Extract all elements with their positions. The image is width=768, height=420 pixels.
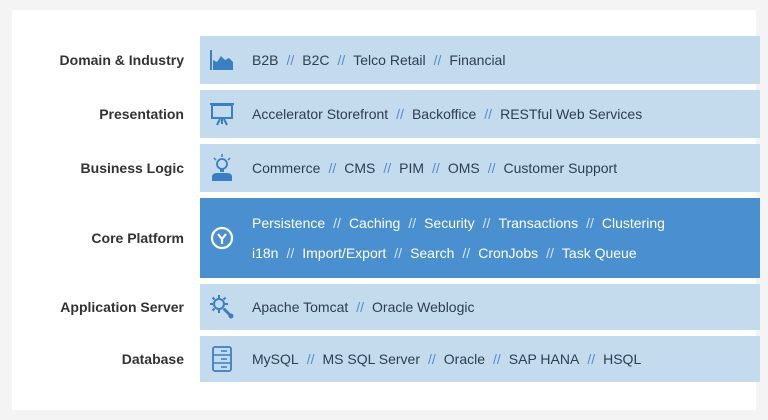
separator: // bbox=[286, 52, 295, 68]
item: MS SQL Server bbox=[322, 351, 420, 367]
items-line: Accelerator Storefront // Backoffice // REST… bbox=[252, 99, 642, 129]
layer-items: Persistence // Caching // Security // Transact… bbox=[252, 208, 665, 268]
separator: // bbox=[432, 160, 440, 176]
separator: // bbox=[328, 160, 337, 176]
item: CronJobs bbox=[478, 245, 539, 261]
layer-label: Domain & Industry bbox=[59, 52, 184, 68]
layer-core-platform: Core Platform Persistence // Caching // Secu… bbox=[12, 198, 760, 278]
layer-bar: Commerce // CMS // PIM // OMS // Customer Suppor… bbox=[200, 144, 760, 192]
item: RESTful Web Services bbox=[500, 106, 643, 122]
separator: // bbox=[462, 245, 471, 261]
item: Import/Export bbox=[302, 245, 387, 261]
separator: // bbox=[427, 351, 436, 367]
items-line: MySQL // MS SQL Server // Oracle // SAP HANA //… bbox=[252, 344, 641, 374]
item: Caching bbox=[348, 215, 401, 231]
item: B2C bbox=[302, 52, 330, 68]
item: Telco Retail bbox=[353, 52, 426, 68]
items-line: Persistence // Caching // Security // Transact… bbox=[252, 208, 665, 238]
item: Security bbox=[424, 215, 475, 231]
separator: // bbox=[484, 106, 493, 122]
architecture-diagram: Domain & Industry B2B // B2C // Telco Retail… bbox=[12, 10, 760, 410]
layer-label: Database bbox=[121, 351, 184, 367]
layer-bar: MySQL // MS SQL Server // Oracle // SAP HANA //… bbox=[200, 336, 760, 382]
separator: // bbox=[337, 52, 346, 68]
layer-items: Accelerator Storefront // Backoffice // REST… bbox=[252, 99, 642, 129]
item: Customer Support bbox=[503, 160, 618, 176]
layer-bar: Apache Tomcat // Oracle Weblogic bbox=[200, 284, 760, 330]
item: OMS bbox=[447, 160, 480, 176]
layer-database: Database MySQL // MS SQL Server // Oracle // S… bbox=[12, 336, 760, 382]
separator: // bbox=[493, 351, 501, 367]
layer-label: Business Logic bbox=[80, 160, 184, 176]
item: Transactions bbox=[498, 215, 579, 231]
item: SAP HANA bbox=[508, 351, 580, 367]
layer-application-server: Application Server Apache Tomc bbox=[12, 284, 760, 330]
item: B2B bbox=[252, 52, 279, 68]
layer-bar: Persistence // Caching // Security // Transact… bbox=[200, 198, 760, 278]
separator: // bbox=[356, 299, 365, 315]
item: Accelerator Storefront bbox=[252, 106, 389, 122]
layer-label: Core Platform bbox=[91, 230, 184, 246]
separator: // bbox=[587, 351, 596, 367]
item: Apache Tomcat bbox=[252, 299, 349, 315]
presentation-board-icon bbox=[208, 100, 236, 128]
separator: // bbox=[394, 245, 403, 261]
item: Commerce bbox=[252, 160, 321, 176]
separator: // bbox=[408, 215, 417, 231]
separator: // bbox=[286, 245, 295, 261]
separator: // bbox=[306, 351, 315, 367]
layer-label: Application Server bbox=[60, 299, 184, 315]
separator: // bbox=[482, 215, 491, 231]
item: Persistence bbox=[252, 215, 326, 231]
layer-items: Apache Tomcat // Oracle Weblogic bbox=[252, 292, 474, 322]
layer-domain-industry: Domain & Industry B2B // B2C // Telco Retail… bbox=[12, 36, 760, 84]
server-icon bbox=[208, 345, 236, 373]
item: HSQL bbox=[603, 351, 642, 367]
layer-presentation: Presentation Accelerator Storefront // Bac… bbox=[12, 90, 760, 138]
item: Task Queue bbox=[561, 245, 637, 261]
layer-bar: B2B // B2C // Telco Retail // Financial bbox=[200, 36, 760, 84]
item: i18n bbox=[252, 245, 279, 261]
bar-chart-icon bbox=[208, 46, 236, 74]
item: Clustering bbox=[601, 215, 665, 231]
lightbulb-person-icon bbox=[208, 154, 236, 182]
item: Search bbox=[410, 245, 455, 261]
item: Backoffice bbox=[411, 106, 477, 122]
item: Oracle Weblogic bbox=[372, 299, 475, 315]
hybris-logo-icon bbox=[208, 224, 236, 252]
layer-label: Presentation bbox=[99, 106, 184, 122]
layer-items: Commerce // CMS // PIM // OMS // Customer Suppor… bbox=[252, 153, 617, 183]
separator: // bbox=[333, 215, 341, 231]
layer-items: MySQL // MS SQL Server // Oracle // SAP HANA //… bbox=[252, 344, 641, 374]
separator: // bbox=[383, 160, 392, 176]
layer-bar: Accelerator Storefront // Backoffice // REST… bbox=[200, 90, 760, 138]
separator: // bbox=[586, 215, 594, 231]
items-line: Commerce // CMS // PIM // OMS // Customer Suppor… bbox=[252, 153, 617, 183]
items-line: B2B // B2C // Telco Retail // Financial bbox=[252, 45, 505, 75]
item: MySQL bbox=[252, 351, 299, 367]
separator: // bbox=[433, 52, 442, 68]
items-line: i18n // Import/Export // Search // CronJobs // T… bbox=[252, 238, 665, 268]
separator: // bbox=[487, 160, 496, 176]
item: CMS bbox=[344, 160, 376, 176]
gears-icon bbox=[208, 293, 236, 321]
items-line: Apache Tomcat // Oracle Weblogic bbox=[252, 292, 474, 322]
separator: // bbox=[546, 245, 554, 261]
item: PIM bbox=[399, 160, 425, 176]
layer-items: B2B // B2C // Telco Retail // Financial bbox=[252, 45, 505, 75]
item: Financial bbox=[449, 52, 506, 68]
item: Oracle bbox=[443, 351, 485, 367]
layer-business-logic: Business Logic Commerce // CMS // PIM // OMS //… bbox=[12, 144, 760, 192]
separator: // bbox=[396, 106, 404, 122]
